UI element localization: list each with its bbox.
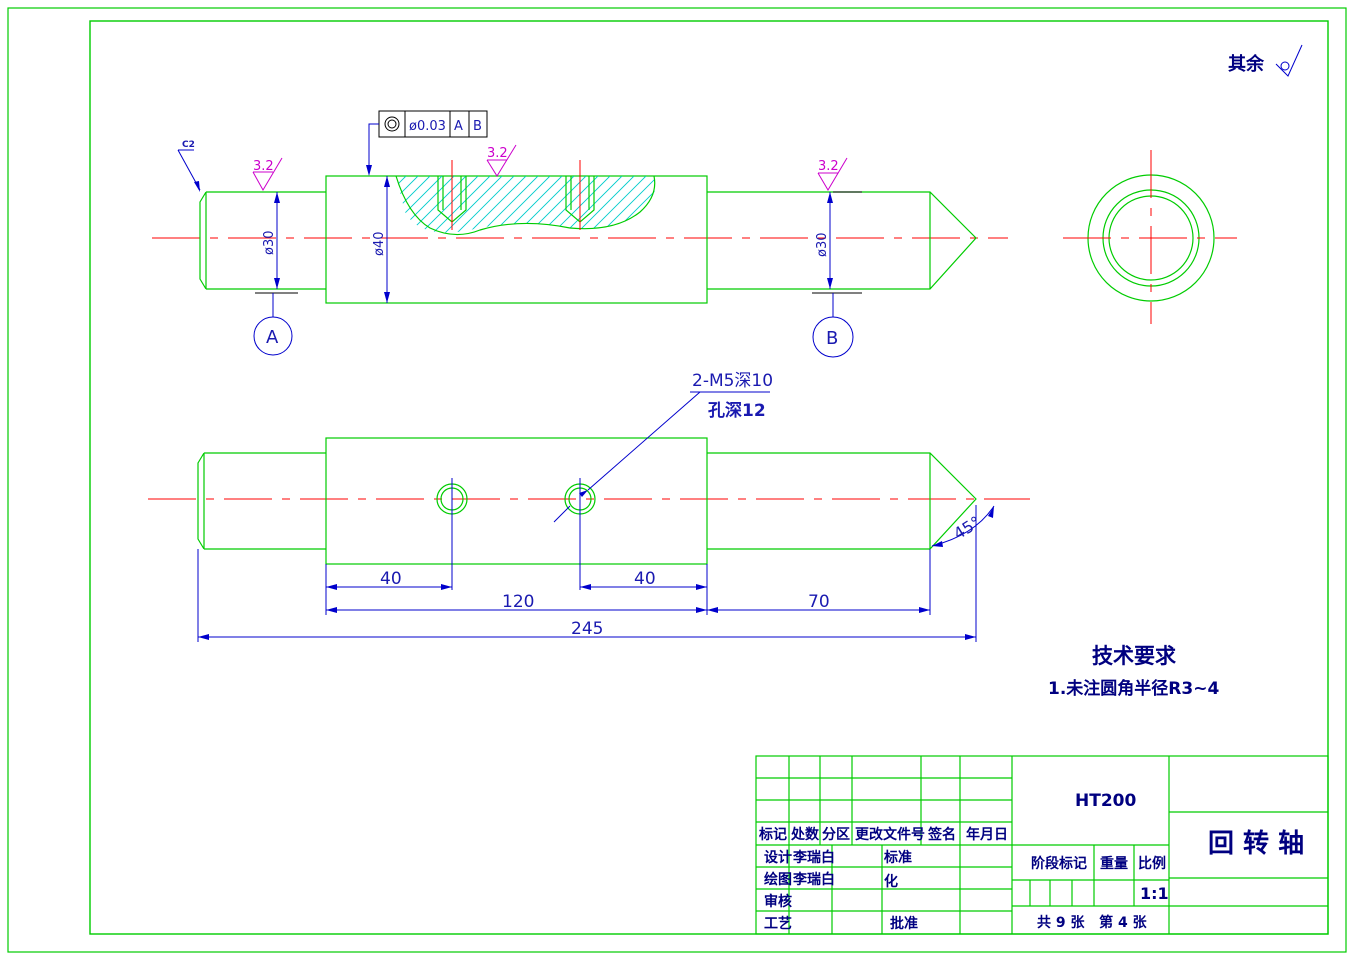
roughness-symbol-icon [1275, 44, 1303, 77]
hole-1-icon [436, 478, 468, 590]
shaft-middle-body [325, 175, 708, 304]
tolerance-datum-1: A [454, 119, 463, 134]
tolerance-datum-2: B [473, 119, 482, 134]
shaft-bottom-left [197, 452, 326, 550]
inner-frame [89, 20, 1329, 935]
row-standard: 标准 [883, 849, 912, 866]
roughness-value-3: 3.2 [818, 159, 839, 174]
roughness-mark-2 [486, 144, 517, 177]
hole-note-leader [553, 391, 770, 523]
datum-a-marker [253, 292, 298, 356]
tolerance-frame [366, 110, 488, 176]
dim-d30-left-label: ø30 [262, 231, 277, 256]
roughness-mark-3 [817, 157, 848, 191]
row-standard2: 化 [884, 873, 898, 890]
tolerance-value: ø0.03 [409, 119, 446, 134]
dim-70 [707, 607, 930, 613]
chamfer-label: C2 [182, 140, 195, 150]
shaft-bottom-body [325, 437, 708, 565]
row-review: 审核 [764, 893, 792, 910]
stage-label: 阶段标记 [1031, 855, 1087, 872]
scale-label: 比例 [1138, 855, 1166, 872]
dim-d30-right [827, 191, 862, 289]
chamfer-leader [177, 149, 201, 192]
title-block [755, 755, 1329, 935]
row-draw: 绘图 [764, 871, 792, 888]
material-label: HT200 [1075, 791, 1136, 811]
dim-40-left-label: 40 [380, 569, 402, 589]
datum-b-marker [812, 292, 862, 358]
shaft-left-section [199, 191, 326, 290]
dim-70-label: 70 [808, 592, 830, 612]
hdr-zone: 分区 [822, 827, 850, 843]
extension-lines [197, 505, 977, 642]
outer-border [7, 7, 1347, 953]
roughness-value-2: 3.2 [487, 146, 508, 161]
hdr-count: 处数 [790, 826, 820, 843]
dim-d40-label: ø40 [372, 232, 387, 257]
dim-angle-label: 45° [950, 512, 984, 543]
dim-d30-right-label: ø30 [815, 233, 830, 258]
section-hatch [396, 176, 656, 233]
hdr-doc: 更改文件号 [855, 826, 925, 843]
row-process: 工艺 [764, 915, 792, 932]
dim-245-label: 245 [571, 619, 603, 639]
tapped-hole-section-2 [565, 160, 595, 230]
shaft-bottom-right [707, 452, 977, 550]
dim-d30-left [274, 192, 280, 289]
concentricity-icon [384, 116, 400, 132]
dim-d40 [384, 176, 390, 303]
hole-note-line1: 2-M5深10 [692, 371, 773, 391]
surface-note-label: 其余 [1228, 53, 1265, 75]
datum-b-label: B [826, 328, 838, 349]
dim-245 [198, 634, 976, 640]
scale-value: 1:1 [1140, 884, 1169, 903]
hole-2-icon [564, 478, 596, 590]
tech-title: 技术要求 [1092, 644, 1176, 668]
datum-a-label: A [266, 327, 279, 348]
hole-note-line2: 孔深12 [708, 400, 766, 421]
end-view [1063, 150, 1237, 324]
part-name: 回 转 轴 [1208, 829, 1304, 859]
row-design: 设计 [764, 849, 792, 866]
tapped-hole-section-1 [437, 160, 467, 230]
section-break-line [395, 175, 656, 236]
hdr-date: 年月日 [966, 826, 1008, 843]
hdr-sign: 签名 [927, 826, 956, 843]
drawer-name: 李瑞白 [792, 871, 835, 888]
dim-120-label: 120 [502, 592, 534, 612]
sheet-count: 共 9 张 第 4 张 [1037, 914, 1148, 931]
weight-label: 重量 [1100, 855, 1128, 872]
tech-item-1: 1.未注圆角半径R3~4 [1048, 678, 1219, 699]
designer-name: 李瑞白 [792, 849, 835, 866]
dim-40-left [326, 584, 452, 590]
dim-angle-45 [931, 505, 995, 547]
dim-120 [326, 607, 707, 613]
dim-40-right-label: 40 [634, 569, 656, 589]
roughness-mark-1 [252, 157, 283, 192]
hdr-mark: 标记 [758, 826, 787, 843]
dim-40-right [580, 584, 707, 590]
shaft-right-section [707, 191, 977, 290]
row-approve: 批准 [890, 915, 918, 932]
roughness-value-1: 3.2 [253, 159, 274, 174]
